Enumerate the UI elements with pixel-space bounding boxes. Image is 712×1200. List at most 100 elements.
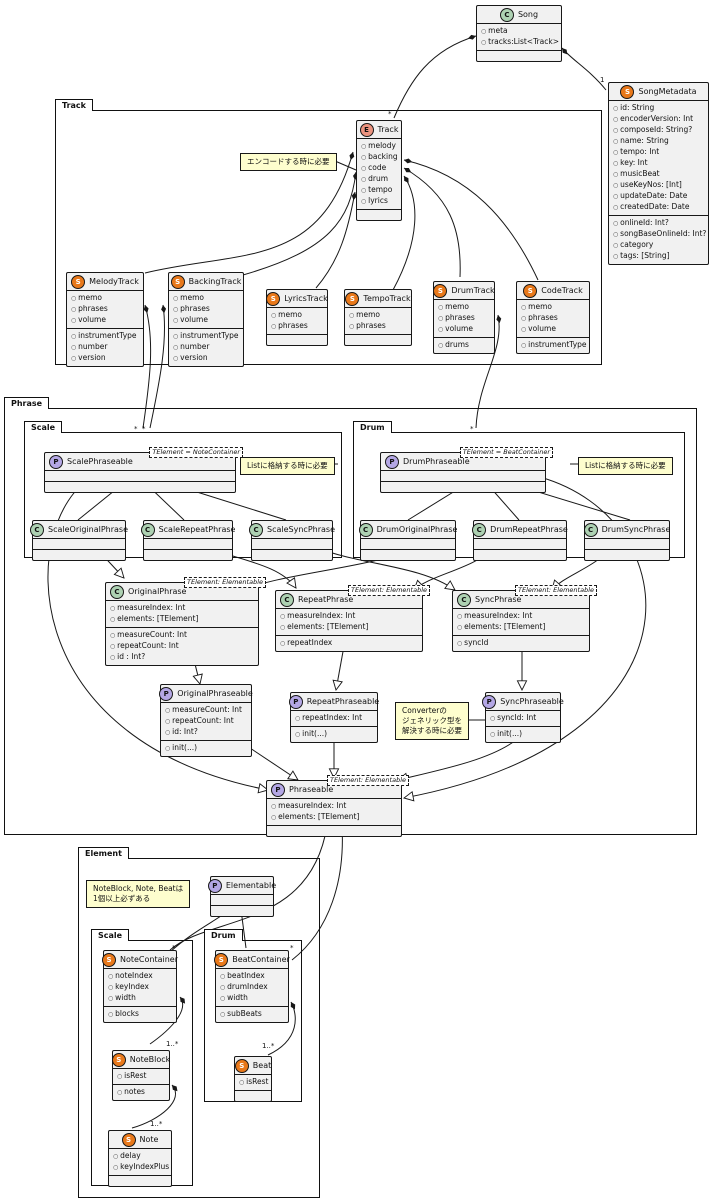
attributes: memophrases bbox=[267, 307, 327, 334]
note-element: NoteBlock, Note, Beatは 1個以上必ずある bbox=[86, 880, 191, 908]
class-icon: S bbox=[101, 952, 116, 967]
multiplicity-blocks: 1..* bbox=[166, 1040, 179, 1048]
class-icon: S bbox=[620, 84, 635, 99]
package-phrase-scale-title: Scale bbox=[24, 421, 63, 433]
class-name: SyncPhrase bbox=[475, 595, 522, 604]
class-icon: S bbox=[266, 291, 281, 306]
package-track: Track bbox=[55, 99, 602, 365]
attributes: measureIndex: Intelements: [TElement] bbox=[267, 798, 401, 825]
attributes: beatIndexdrumIndexwidth bbox=[216, 968, 288, 1006]
class-name: OriginalPhrase bbox=[128, 587, 187, 596]
methods bbox=[477, 50, 561, 61]
song-track-link bbox=[393, 34, 477, 119]
type-parameter: TElement: Elementable bbox=[327, 775, 409, 786]
class-icon: S bbox=[523, 283, 538, 298]
class-name: RepeatPhraseable bbox=[306, 697, 380, 706]
class-name: BeatContainer bbox=[232, 955, 290, 964]
attributes: memophrasesvolume bbox=[67, 290, 143, 328]
class-icon: C bbox=[280, 592, 294, 607]
class-icon: S bbox=[170, 274, 185, 289]
class-name: LyricsTrack bbox=[284, 294, 328, 303]
class-name: NoteBlock bbox=[129, 1055, 171, 1064]
methods: onlineId: Int?songBaseOnlineId: Int? cat… bbox=[609, 215, 708, 264]
package-track-title: Track bbox=[55, 99, 93, 111]
attributes: measureCount: IntrepeatCount: Intid: Int… bbox=[161, 702, 251, 740]
multiplicity-track: * bbox=[388, 110, 392, 118]
class-icon: S bbox=[345, 291, 360, 306]
attributes: memophrasesvolume bbox=[434, 299, 494, 337]
methods bbox=[109, 1175, 171, 1186]
multiplicity-scale-1: * bbox=[134, 425, 138, 433]
type-parameter: TElement: Elementable bbox=[515, 585, 597, 596]
class-icon: C bbox=[472, 522, 487, 537]
attributes: syncId: Int bbox=[486, 710, 560, 726]
multiplicity-beat-container: * bbox=[290, 944, 294, 952]
attributes: memophrasesvolume bbox=[517, 299, 589, 337]
methods: notes bbox=[113, 1084, 169, 1100]
attributes: memophrases bbox=[345, 307, 411, 334]
attributes: delaykeyIndexPlus bbox=[109, 1148, 171, 1175]
class-name: ScaleOriginalPhrase bbox=[48, 525, 129, 534]
song-metadata-link bbox=[561, 47, 607, 91]
class-icon: C bbox=[499, 7, 514, 22]
class-icon: C bbox=[358, 522, 373, 537]
type-parameter: TElement: Elementable bbox=[348, 585, 430, 596]
multiplicity-scale-2: * bbox=[142, 425, 146, 433]
class-name: Song bbox=[517, 10, 539, 19]
methods: init(...) bbox=[486, 726, 560, 742]
class-name: DrumOriginalPhrase bbox=[376, 525, 458, 534]
methods: repeatIndex bbox=[276, 635, 422, 651]
attributes: metatracks:List<Track> bbox=[477, 23, 561, 50]
methods: instrumentTypenumberversion bbox=[169, 328, 243, 366]
methods: blocks bbox=[104, 1006, 176, 1022]
multiplicity-drum: * bbox=[470, 425, 474, 433]
class-name: TempoTrack bbox=[363, 294, 411, 303]
class-icon: S bbox=[111, 1052, 126, 1067]
package-element-drum-title: Drum bbox=[204, 929, 243, 941]
package-element: Element bbox=[78, 847, 320, 1198]
note-scale-list: Listに格納する時に必要 bbox=[240, 457, 335, 475]
multiplicity-song-meta: 1 bbox=[600, 76, 605, 84]
class-icon: S bbox=[121, 1132, 136, 1147]
methods: drums bbox=[434, 337, 494, 353]
attributes: measureIndex: Intelements: [TElement] bbox=[106, 600, 258, 627]
class-name: Elementable bbox=[225, 881, 277, 890]
methods: syncId bbox=[453, 635, 589, 651]
class-icon: S bbox=[71, 274, 86, 289]
attributes: measureIndex: Intelements: [TElement] bbox=[453, 608, 589, 635]
class-icon: S bbox=[433, 283, 448, 298]
methods bbox=[345, 334, 411, 345]
class-name: BackingTrack bbox=[188, 277, 242, 286]
class-name: DrumTrack bbox=[451, 286, 495, 295]
type-parameter: TElement: Elementable bbox=[184, 577, 266, 588]
class-name: MelodyTrack bbox=[89, 277, 139, 286]
class-icon: C bbox=[457, 592, 471, 607]
class-name: Track bbox=[377, 125, 399, 134]
multiplicity-notes: 1..* bbox=[150, 1120, 163, 1128]
class-icon: P bbox=[385, 454, 399, 469]
methods bbox=[267, 334, 327, 345]
class-icon: C bbox=[583, 522, 598, 537]
class-icon: P bbox=[288, 694, 303, 709]
methods: measureCount: IntrepeatCount: Intid : In… bbox=[106, 627, 258, 665]
class-name: SyncPhraseable bbox=[500, 697, 564, 706]
class-icon: S bbox=[214, 952, 229, 967]
